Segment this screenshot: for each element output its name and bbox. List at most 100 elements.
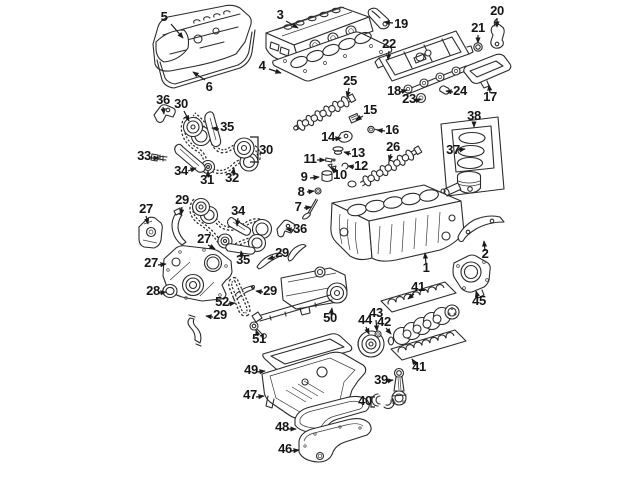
callout-label-18-8: 18: [387, 83, 401, 98]
part-7-valve-art: [302, 198, 319, 220]
callout-label-4-3: 4: [259, 58, 267, 73]
callout-arrow-17-11: [487, 84, 493, 94]
callout-label-16-30: 16: [385, 122, 399, 137]
callout-label-15-29: 15: [363, 102, 377, 117]
part-39-connecting-rod-art: [391, 367, 407, 406]
callout-label-34-37: 34: [231, 203, 246, 218]
callout-arrow-27-38: [207, 243, 216, 250]
callout-arrow-46-50: [290, 448, 300, 454]
callout-label-3-1: 3: [277, 7, 284, 22]
callout-arrow-15-29: [355, 114, 364, 121]
part-5-valve-cover-art: [152, 4, 252, 72]
callout-arrow-25-12: [345, 87, 351, 98]
part-12-clip-art: [341, 162, 349, 170]
part-lower-chain-art: [189, 197, 273, 253]
part-25-camshaft-art: [293, 93, 357, 131]
callout-arrow-43-55: [373, 319, 380, 332]
callout-arrow-16-30: [376, 128, 386, 134]
part-36-bracket-art: [153, 104, 176, 124]
callout-arrow-9-22: [309, 175, 320, 181]
callout-bracket-40-60: [370, 396, 375, 408]
callout-label-41-54: 41: [411, 279, 425, 294]
callout-arrow-27-39: [157, 262, 167, 268]
callout-arrow-27-35: [144, 215, 150, 225]
callout-arrow-19-4: [383, 20, 394, 26]
callout-label-22-7: 22: [382, 36, 396, 51]
callout-arrow-51-46: [255, 329, 261, 337]
callout-label-24-10: 24: [453, 83, 468, 98]
callout-arrow-34-37: [235, 217, 241, 227]
callout-label-14-28: 14: [321, 129, 336, 144]
callout-label-40-60: 40: [358, 393, 372, 408]
callout-label-19-4: 19: [394, 16, 408, 31]
callout-label-13-27: 13: [351, 145, 365, 160]
callout-label-39-59: 39: [374, 372, 388, 387]
callout-label-28-43: 28: [146, 283, 160, 298]
callout-label-20-5: 20: [490, 3, 504, 18]
callout-arrow-29-36: [179, 206, 185, 216]
callout-label-35-15: 35: [220, 119, 234, 134]
callout-arrow-32-20: [230, 167, 236, 176]
callout-arrow-26-31: [388, 153, 394, 162]
callout-arrow-28-43: [158, 290, 167, 296]
part-27-upper-cover-art: [138, 216, 163, 249]
callout-arrow-47-48: [255, 394, 265, 400]
part-28-seal-art: [162, 283, 178, 299]
callout-label-29-45: 29: [213, 307, 227, 322]
callout-label-50-61: 50: [323, 310, 337, 325]
callout-arrow-22-7: [386, 50, 392, 61]
callout-arrow-39-59: [386, 378, 394, 384]
callout-label-51-46: 51: [252, 331, 266, 346]
callout-arrow-6-2: [192, 71, 206, 81]
part-49-pan-gasket-art: [262, 333, 353, 371]
callout-label-36-34: 36: [293, 221, 307, 236]
callout-label-38-32: 38: [467, 108, 481, 123]
callout-label-31-19: 31: [200, 172, 214, 187]
callout-label-10-25: 10: [333, 167, 347, 182]
callout-arrow-1-51: [422, 252, 429, 265]
callout-label-5-0: 5: [161, 9, 168, 24]
callout-arrow-4-3: [268, 68, 282, 74]
part-50-oil-pump-art: [251, 266, 348, 323]
callout-label-30-14: 30: [174, 96, 188, 111]
callout-arrow-34-18: [187, 167, 197, 173]
part-34-tensioner-rail-art: [174, 143, 206, 173]
callout-label-44-56: 44: [358, 312, 373, 327]
callout-label-27-38: 27: [197, 231, 211, 246]
callout-label-9-22: 9: [301, 169, 308, 184]
callout-arrow-3-1: [285, 20, 299, 29]
callout-label-21-6: 21: [471, 20, 485, 35]
part-4-head-gasket-art: [272, 31, 393, 82]
part-37-piston-art: [440, 170, 482, 196]
callout-label-47-48: 47: [243, 387, 257, 402]
callout-label-46-50: 46: [278, 441, 292, 456]
callout-arrow-5-0: [170, 23, 184, 39]
callout-label-30-16: 30: [259, 142, 273, 157]
callout-label-17-11: 17: [483, 89, 497, 104]
callout-label-36-13: 36: [156, 92, 170, 107]
callout-arrow-7-24: [303, 205, 312, 211]
callout-arrow-18-8: [399, 89, 408, 95]
callout-arrow-13-27: [343, 151, 352, 157]
callout-arrow-24-10: [445, 89, 454, 95]
callout-label-26-31: 26: [386, 139, 400, 154]
part-27-lower-cover-art: [162, 245, 233, 302]
callout-label-23-9: 23: [402, 91, 416, 106]
callout-label-42-57: 42: [377, 314, 391, 329]
part-6-valve-cover-gasket-art: [156, 29, 256, 89]
part-1-engine-block-art: [330, 184, 465, 262]
callout-label-48-49: 48: [275, 419, 289, 434]
callout-arrow-52-44: [227, 301, 236, 307]
callout-arrow-45-53: [475, 290, 481, 299]
callout-arrow-12-26: [347, 164, 355, 170]
callout-arrow-14-28: [333, 136, 342, 142]
callout-arrow-35-40: [239, 250, 245, 258]
callout-arrow-29-41: [267, 254, 276, 260]
callout-arrow-49-47: [256, 369, 266, 375]
callout-label-37-33: 37: [446, 142, 460, 157]
callout-label-29-42: 29: [263, 283, 277, 298]
part-41-lower-bearings-art: [390, 329, 467, 361]
callout-label-35-40: 35: [236, 252, 250, 267]
